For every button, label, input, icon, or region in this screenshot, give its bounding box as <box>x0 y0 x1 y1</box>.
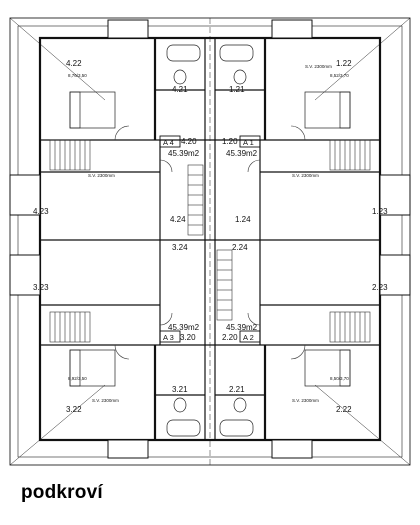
clear-height-note-mid-right: S.V. 2300mm <box>292 173 319 178</box>
room-3-23: 3.23 <box>33 283 49 292</box>
unit-a3-tag: A 3 <box>163 333 174 342</box>
dimension-note-top-left: 8,76/3,50 <box>68 73 87 78</box>
unit-tags <box>159 135 261 343</box>
clear-height-note-bottom-left: S.V. 2300mm <box>92 398 119 403</box>
unit-a2-tag: A 2 <box>243 333 254 342</box>
interior-walls <box>40 38 380 440</box>
roof-outline <box>9 17 411 466</box>
room-3-22: 3.22 <box>66 405 82 414</box>
area-a3: 45.39m2 <box>168 323 200 332</box>
room-2-22: 2.22 <box>336 405 352 414</box>
clear-height-note-bottom-right: S.V. 2300mm <box>292 398 319 403</box>
dimension-note-top-right: 8,52/3,70 <box>330 73 349 78</box>
room-1-23: 1.23 <box>372 207 388 216</box>
dimension-note-bottom-right: 8,50/3,70 <box>330 376 349 381</box>
room-4-21: 4.21 <box>172 85 188 94</box>
room-3-20: 3.20 <box>180 333 196 342</box>
door-swings <box>114 125 306 360</box>
floor-caption: podkroví <box>21 482 103 503</box>
area-a2: 45.39m2 <box>226 323 258 332</box>
room-1-20: 1.20 <box>222 137 238 146</box>
room-2-24: 2.24 <box>232 243 248 252</box>
room-1-21: 1.21 <box>229 85 245 94</box>
floor-plan: 4.22 4.21 1.21 1.22 4.20 1.20 4.23 4.24 … <box>9 17 411 466</box>
room-1-22: 1.22 <box>336 59 352 68</box>
dimension-note-bottom-left: 8,92/3,50 <box>68 376 87 381</box>
room-4-24: 4.24 <box>170 215 186 224</box>
exterior-walls <box>38 36 382 442</box>
room-4-20: 4.20 <box>181 137 197 146</box>
room-4-23: 4.23 <box>33 207 49 216</box>
stairs <box>49 139 371 343</box>
bathroom-fixtures <box>166 44 254 437</box>
unit-a4-tag: A 4 <box>163 138 174 147</box>
area-a1: 45.39m2 <box>226 149 258 158</box>
room-3-21: 3.21 <box>172 385 188 394</box>
room-2-23: 2.23 <box>372 283 388 292</box>
room-3-24: 3.24 <box>172 243 188 252</box>
beds <box>69 91 351 387</box>
dormer-windows <box>9 19 411 459</box>
room-4-22: 4.22 <box>66 59 82 68</box>
room-1-24: 1.24 <box>235 215 251 224</box>
area-a4: 45.39m2 <box>168 149 200 158</box>
clear-height-note-mid-left: S.V. 2300mm <box>88 173 115 178</box>
room-2-20: 2.20 <box>222 333 238 342</box>
unit-a1-tag: A 1 <box>243 138 254 147</box>
clear-height-note-top-right: S.V. 2300mm <box>305 64 332 69</box>
room-2-21: 2.21 <box>229 385 245 394</box>
